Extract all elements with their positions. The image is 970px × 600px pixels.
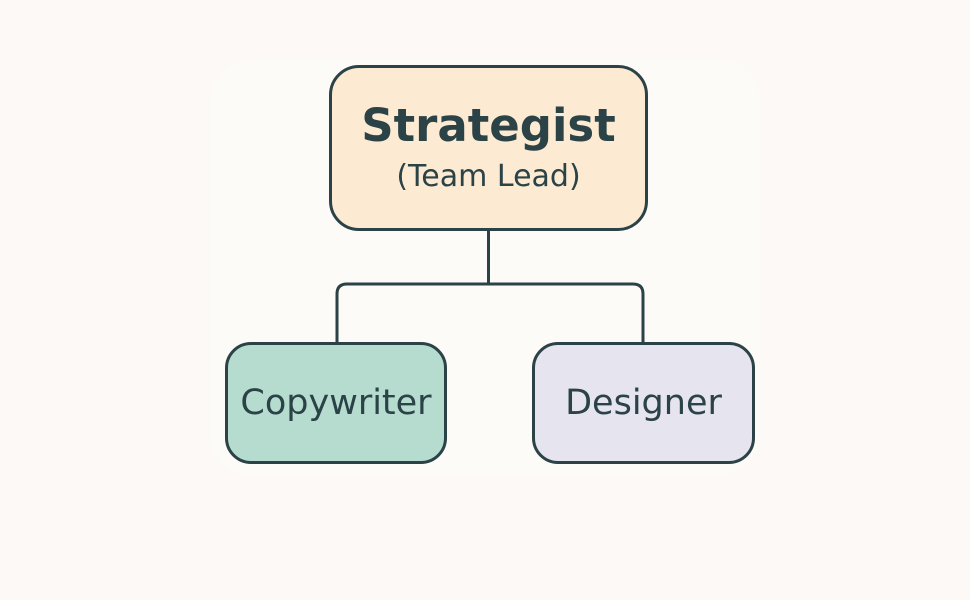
node-designer: Designer (532, 342, 755, 464)
node-strategist: Strategist (Team Lead) (329, 65, 648, 231)
connector-bus (335, 282, 645, 342)
node-copywriter-title: Copywriter (240, 382, 432, 423)
node-copywriter: Copywriter (225, 342, 447, 464)
node-strategist-subtitle: (Team Lead) (396, 158, 581, 194)
node-strategist-title: Strategist (361, 99, 616, 153)
node-designer-title: Designer (565, 382, 722, 423)
